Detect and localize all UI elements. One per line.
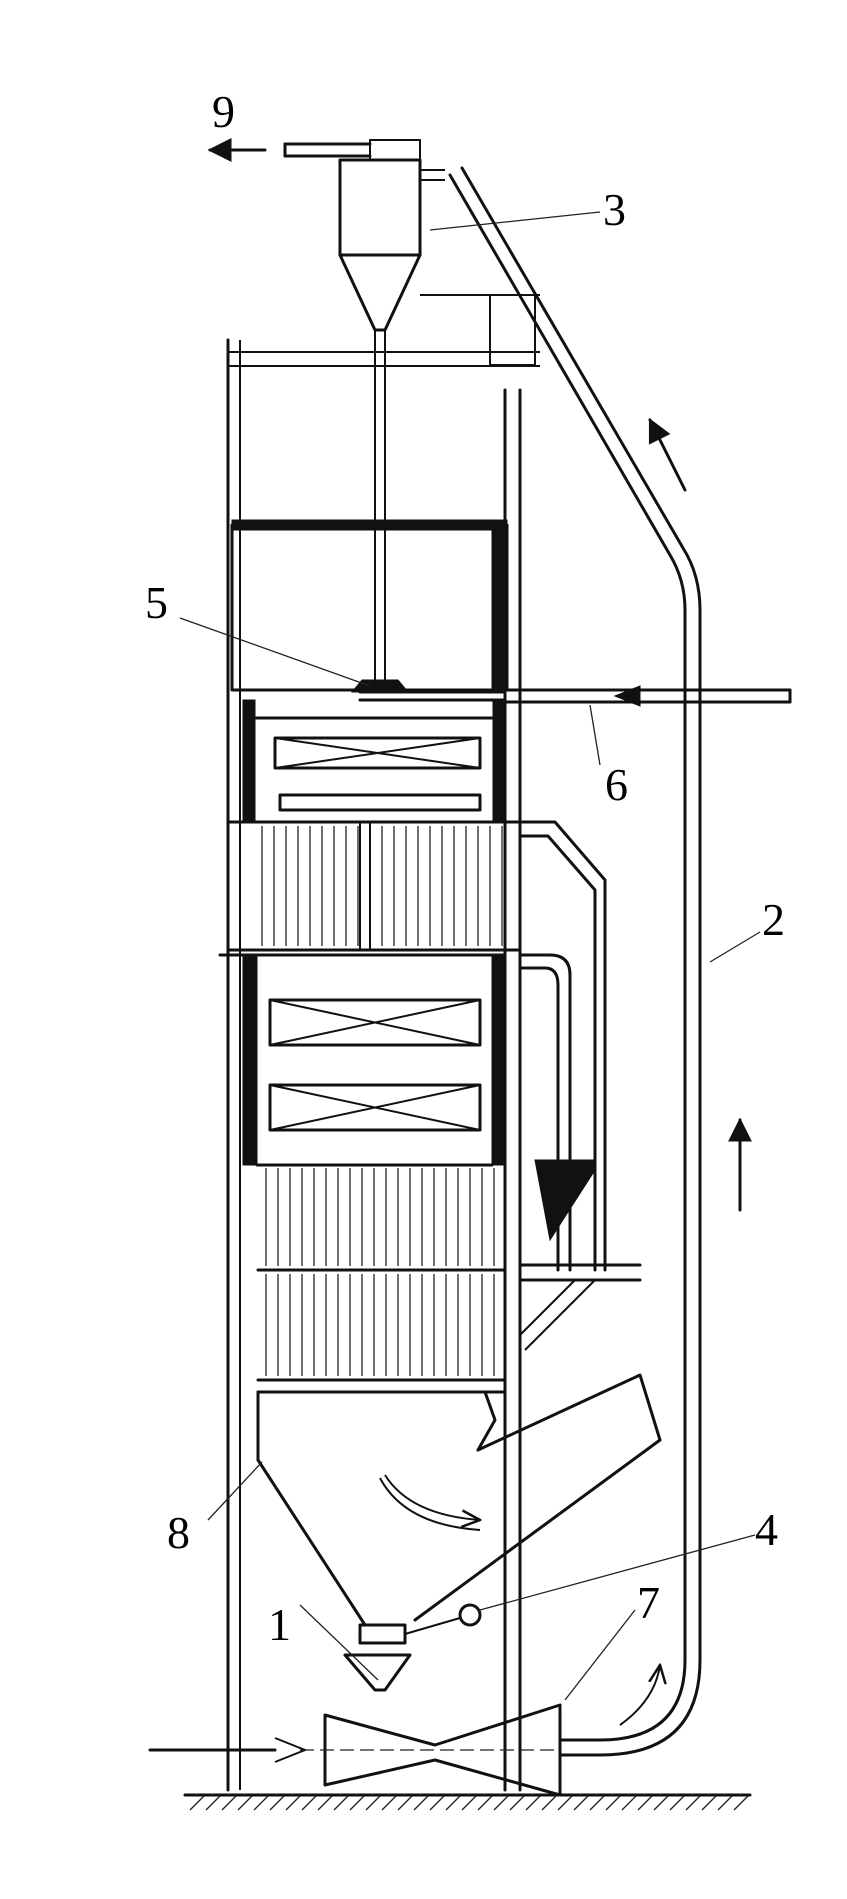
ground-hatch: [269, 1795, 285, 1811]
ground-hatch: [413, 1795, 429, 1811]
ash-hopper: [256, 1373, 662, 1645]
flow-arrow-hopper-icon: [379, 1474, 480, 1531]
cyclone-downpipe: [374, 330, 386, 680]
label-6: 6: [605, 759, 628, 810]
ground-hatch: [461, 1795, 477, 1811]
ground-hatch: [717, 1795, 733, 1811]
label-9: 9: [212, 86, 235, 137]
leader-lines: [179, 211, 761, 1701]
ground-hatch: [509, 1795, 525, 1811]
ground-hatch: [557, 1795, 573, 1811]
ground-hatch: [653, 1795, 669, 1811]
ground-hatch: [429, 1795, 445, 1811]
label-5: 5: [145, 577, 168, 628]
ground-hatch: [189, 1795, 205, 1811]
ground-hatch: [589, 1795, 605, 1811]
ground-hatch: [445, 1795, 461, 1811]
ground-hatch: [605, 1795, 621, 1811]
label-7: 7: [637, 1577, 660, 1628]
ground-hatch: [381, 1795, 397, 1811]
ground-hatch: [669, 1795, 685, 1811]
venturi-ejector: [300, 1703, 602, 1797]
tube-bank-lower: [256, 1168, 507, 1394]
return-arrow-icon: [619, 1665, 660, 1726]
riser-diagonal-arrow-icon: [648, 417, 687, 492]
feeder-funnel: [343, 1653, 412, 1692]
cyclone-separator: [338, 139, 445, 332]
label-3: 3: [603, 184, 626, 235]
ground-hatch: [541, 1795, 557, 1811]
ground: [183, 1793, 752, 1811]
tube-bank-upper: [228, 820, 522, 952]
feed-distributor: [350, 679, 507, 702]
ground-hatch: [205, 1795, 221, 1811]
label-8: 8: [167, 1507, 190, 1558]
label-1: 1: [268, 1599, 291, 1650]
air-feed-pipe: [503, 685, 792, 707]
ground-hatch: [285, 1795, 301, 1811]
ground-hatch: [349, 1795, 365, 1811]
ground-hatch: [365, 1795, 381, 1811]
flue-gas-outlet-duct: [283, 142, 372, 158]
upper-heat-exchanger: [242, 699, 506, 821]
upper-gas-duct: [230, 519, 509, 692]
ground-hatch: [237, 1795, 253, 1811]
label-2: 2: [762, 894, 785, 945]
ground-hatch: [493, 1795, 509, 1811]
ground-hatch: [397, 1795, 413, 1811]
ground-hatch: [573, 1795, 589, 1811]
ground-hatch: [621, 1795, 637, 1811]
ground-hatch: [477, 1795, 493, 1811]
ground-hatch: [637, 1795, 653, 1811]
valve: [404, 1603, 482, 1635]
ground-hatch: [701, 1795, 717, 1811]
riser-pipe: [448, 166, 702, 1757]
ground-hatch: [333, 1795, 349, 1811]
label-4: 4: [755, 1504, 778, 1555]
ground-hatch: [221, 1795, 237, 1811]
bypass-duct: [518, 820, 642, 1351]
ground-hatch: [733, 1795, 749, 1811]
inlet-arrow-icon: [148, 1737, 308, 1763]
ground-hatch: [253, 1795, 269, 1811]
ground-hatch: [317, 1795, 333, 1811]
ground-hatch: [301, 1795, 317, 1811]
ground-hatch: [525, 1795, 541, 1811]
lower-heat-exchanger: [218, 953, 507, 1167]
ground-hatch: [685, 1795, 701, 1811]
